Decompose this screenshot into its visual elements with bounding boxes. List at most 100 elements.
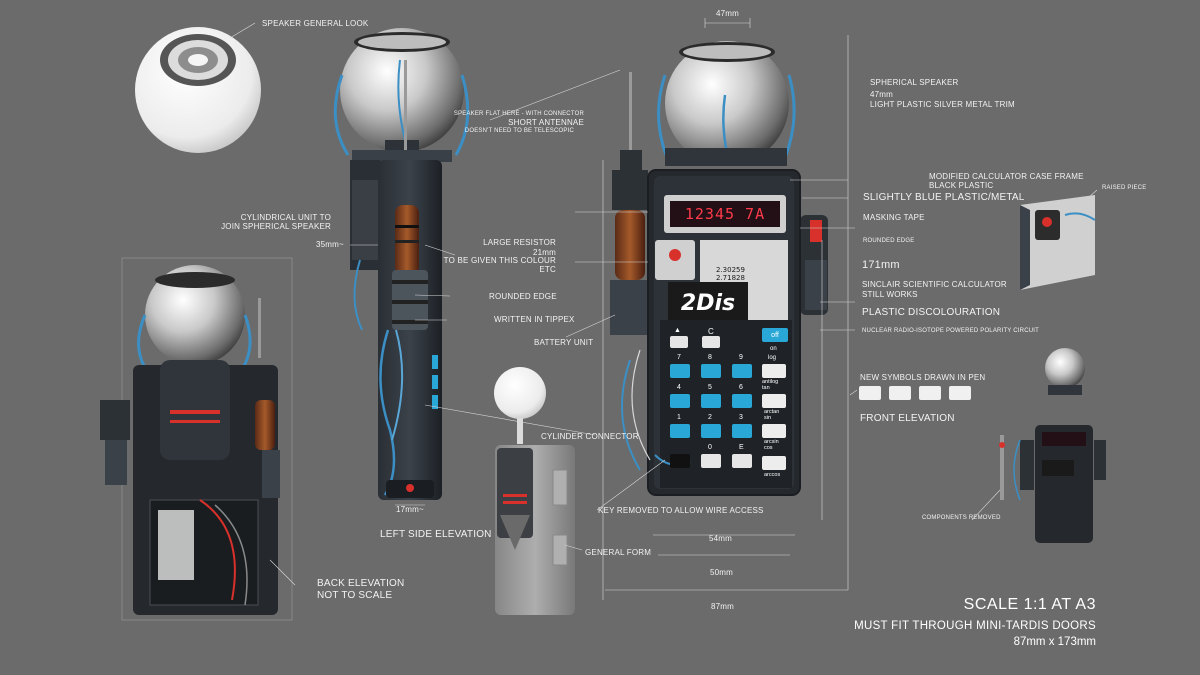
constant-e: 2.71828 (716, 274, 745, 283)
key-clear[interactable] (702, 336, 720, 348)
symbol-2-icon (889, 386, 911, 400)
key-4[interactable] (670, 394, 690, 408)
fn-arcsin-label: arcsin cos (764, 439, 779, 451)
up-arrow-label: ▲ (674, 327, 681, 334)
label-dim-54: 54mm (709, 534, 733, 543)
label-dim-171: 171mm (862, 259, 900, 271)
calculator-display: 12345 7A (670, 201, 780, 227)
on-label: on (770, 346, 777, 352)
symbol-4-icon (949, 386, 971, 400)
key-fn-2[interactable] (762, 394, 786, 408)
constants-panel: 2.30259 2.71828 3.14159 (716, 266, 784, 290)
symbol-3-icon (919, 386, 941, 400)
label-spherical-speaker: SPHERICAL SPEAKER (870, 78, 959, 87)
label-general-form: GENERAL FORM (585, 548, 652, 557)
back-elevation (100, 257, 293, 621)
fn-arctan-label: arctan sin (764, 409, 780, 421)
digit-0-label: 0 (708, 444, 712, 451)
key-e[interactable] (732, 454, 752, 468)
label-slightly-blue: SLIGHTLY BLUE PLASTIC/METAL (863, 192, 1025, 203)
label-dim-35: 35mm~ (316, 240, 344, 249)
key-8[interactable] (701, 364, 721, 378)
label-dim-47-top: 47mm (716, 9, 740, 18)
key-fn-1[interactable] (762, 364, 786, 378)
label-sinclair: SINCLAIR SCIENTIFIC CALCULATOR (862, 280, 1007, 289)
label-left-side-elevation: LEFT SIDE ELEVATION (380, 529, 492, 540)
keypad: ▲ C off on 7 8 9 4 5 6 1 2 3 0 E log ant… (664, 324, 792, 488)
key-fn-3[interactable] (762, 424, 786, 438)
off-label: off (771, 331, 779, 339)
label-cylinder-connector: CYLINDER CONNECTOR (541, 432, 639, 441)
label-not-telescopic: DOESN'T NEED TO BE TELESCOPIC (464, 128, 574, 134)
digit-9-label: 9 (739, 354, 743, 361)
fn-antilog-label: antilog tan (762, 379, 779, 391)
label-still-works: STILL WORKS (862, 290, 918, 299)
key-off[interactable]: off (762, 328, 788, 342)
symbol-1-icon (859, 386, 881, 400)
key-0[interactable] (701, 454, 721, 468)
label-components-removed: COMPONENTS REMOVED (922, 515, 1001, 521)
raised-piece (1020, 195, 1096, 290)
label-masking-tape: MASKING TAPE (863, 213, 925, 222)
digit-e-label: E (739, 444, 744, 451)
digit-4-label: 4 (677, 384, 681, 391)
key-3[interactable] (732, 424, 752, 438)
digit-7-label: 7 (677, 354, 681, 361)
label-front-elevation: FRONT ELEVATION (860, 413, 955, 424)
digit-2-label: 2 (708, 414, 712, 421)
label-speaker-general-look: SPEAKER GENERAL LOOK (262, 19, 369, 28)
left-side-elevation (333, 28, 470, 506)
label-rounded-edge-left: ROUNDED EDGE (489, 292, 557, 301)
clear-label: C (708, 327, 714, 336)
digit-6-label: 6 (739, 384, 743, 391)
key-9[interactable] (732, 364, 752, 378)
fn-log-label: log (768, 355, 777, 361)
display-digits: 12345 7A (684, 205, 766, 223)
key-6[interactable] (732, 394, 752, 408)
key-up[interactable] (670, 336, 688, 348)
label-battery-unit: BATTERY UNIT (534, 338, 594, 347)
label-raised-piece: RAISED PIECE (1102, 185, 1147, 191)
label-nuclear: NUCLEAR RADIO-ISOTOPE POWERED POLARITY C… (862, 328, 1040, 334)
key-5[interactable] (701, 394, 721, 408)
label-resistor-colour: TO BE GIVEN THIS COLOUR ETC (443, 256, 556, 275)
key-fn-4[interactable] (762, 456, 786, 470)
label-key-removed: KEY REMOVED TO ALLOW WIRE ACCESS (598, 506, 764, 515)
key-removed-slot (670, 454, 690, 468)
digit-5-label: 5 (708, 384, 712, 391)
label-new-symbols: NEW SYMBOLS DRAWN IN PEN (860, 373, 986, 382)
label-light-plastic: LIGHT PLASTIC SILVER METAL TRIM (870, 100, 1015, 109)
constant-pi: 3.14159 (716, 282, 745, 291)
label-dim-50: 50mm (710, 568, 734, 577)
label-black-plastic: BLACK PLASTIC (929, 181, 994, 190)
digit-3-label: 3 (739, 414, 743, 421)
general-form (494, 367, 575, 615)
speaker-general-look (135, 27, 261, 153)
scale-title: SCALE 1:1 AT A3 (963, 596, 1096, 613)
digit-1-label: 1 (677, 414, 681, 421)
digit-8-label: 8 (708, 354, 712, 361)
overall-dimensions: 87mm x 173mm (1013, 636, 1096, 648)
label-short-antennae: SHORT ANTENNAE (508, 118, 584, 127)
label-large-resistor: LARGE RESISTOR (483, 238, 556, 247)
front-dimension-lines (575, 18, 855, 600)
label-back-elevation: BACK ELEVATION NOT TO SCALE (317, 578, 405, 601)
label-speaker-flat: SPEAKER FLAT HERE - WITH CONNECTOR (453, 111, 584, 117)
fn-arccos-label: arccos (764, 472, 781, 478)
label-modified-case: MODIFIED CALCULATOR CASE FRAME (929, 172, 1084, 181)
label-resistor-size: 21mm (532, 248, 556, 257)
constant-ln10: 2.30259 (716, 266, 745, 274)
must-fit-title: MUST FIT THROUGH MINI-TARDIS DOORS (854, 620, 1096, 632)
label-dim-87: 87mm (711, 602, 735, 611)
label-rounded-edge-right: ROUNDED EDGE (863, 238, 915, 244)
label-written-tippex: WRITTEN IN TIPPEX (494, 315, 575, 324)
sticker-text: 2Dis (680, 290, 736, 316)
label-dim-17: 17mm~ (396, 505, 424, 514)
label-cylindrical-unit: CYLINDRICAL UNIT TO JOIN SPHERICAL SPEAK… (221, 213, 331, 232)
key-1[interactable] (670, 424, 690, 438)
label-speaker-47: 47mm (870, 90, 894, 99)
key-2[interactable] (701, 424, 721, 438)
small-version (999, 348, 1106, 543)
key-7[interactable] (670, 364, 690, 378)
